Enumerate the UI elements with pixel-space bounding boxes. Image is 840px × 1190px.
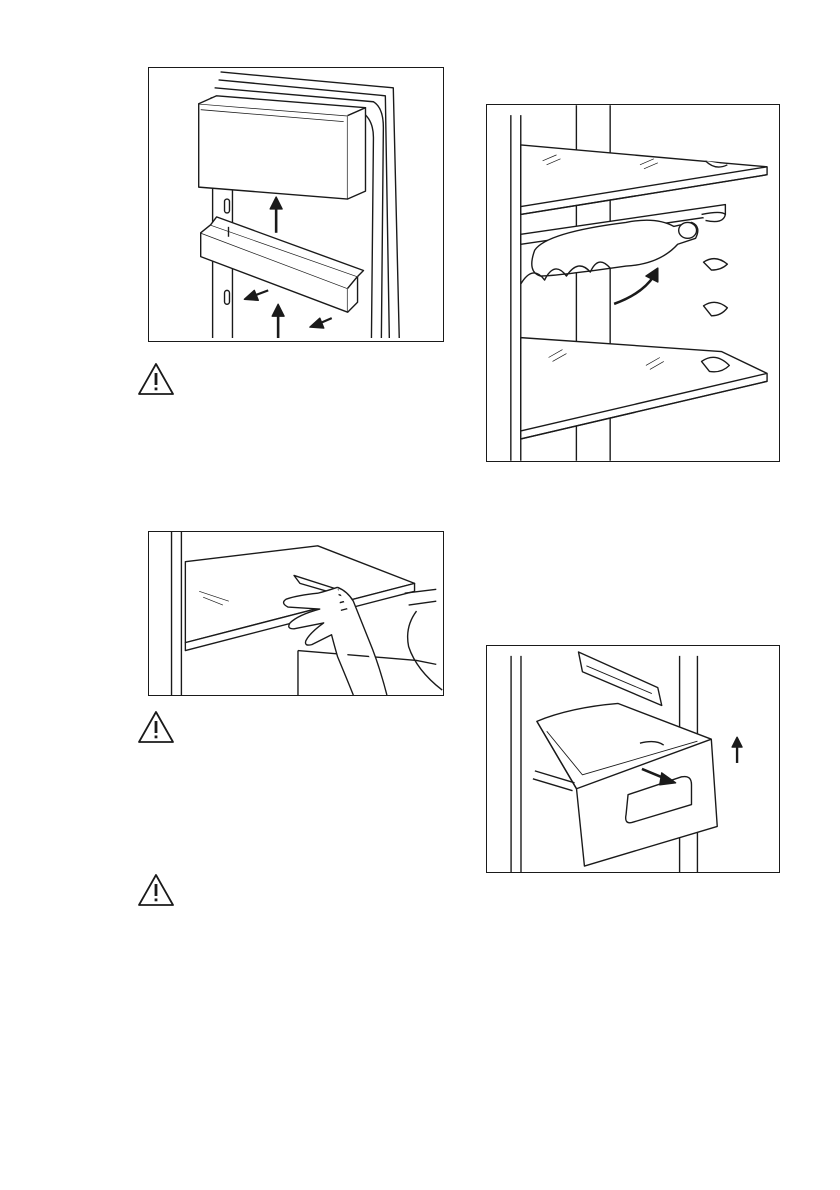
- figure-door-shelves: [148, 67, 444, 342]
- warning-triangle-icon: [137, 873, 175, 907]
- warning-triangle-icon: [137, 710, 175, 744]
- upper-door-shelf: [199, 96, 366, 199]
- bottle-icon: [521, 220, 698, 284]
- figure-vegetable-drawer: [486, 645, 780, 873]
- arrow-left-icon: [310, 318, 332, 328]
- arrow-left-icon: [244, 290, 268, 300]
- arrow-up-icon: [270, 197, 282, 233]
- figure-bottle-rack: [486, 104, 780, 462]
- figure-glass-shelf-removal: [148, 531, 444, 696]
- arrow-up-icon: [272, 304, 284, 338]
- curved-arrow-icon: [614, 268, 658, 304]
- warning-triangle-icon: [137, 362, 175, 396]
- arrow-up-icon: [732, 737, 742, 763]
